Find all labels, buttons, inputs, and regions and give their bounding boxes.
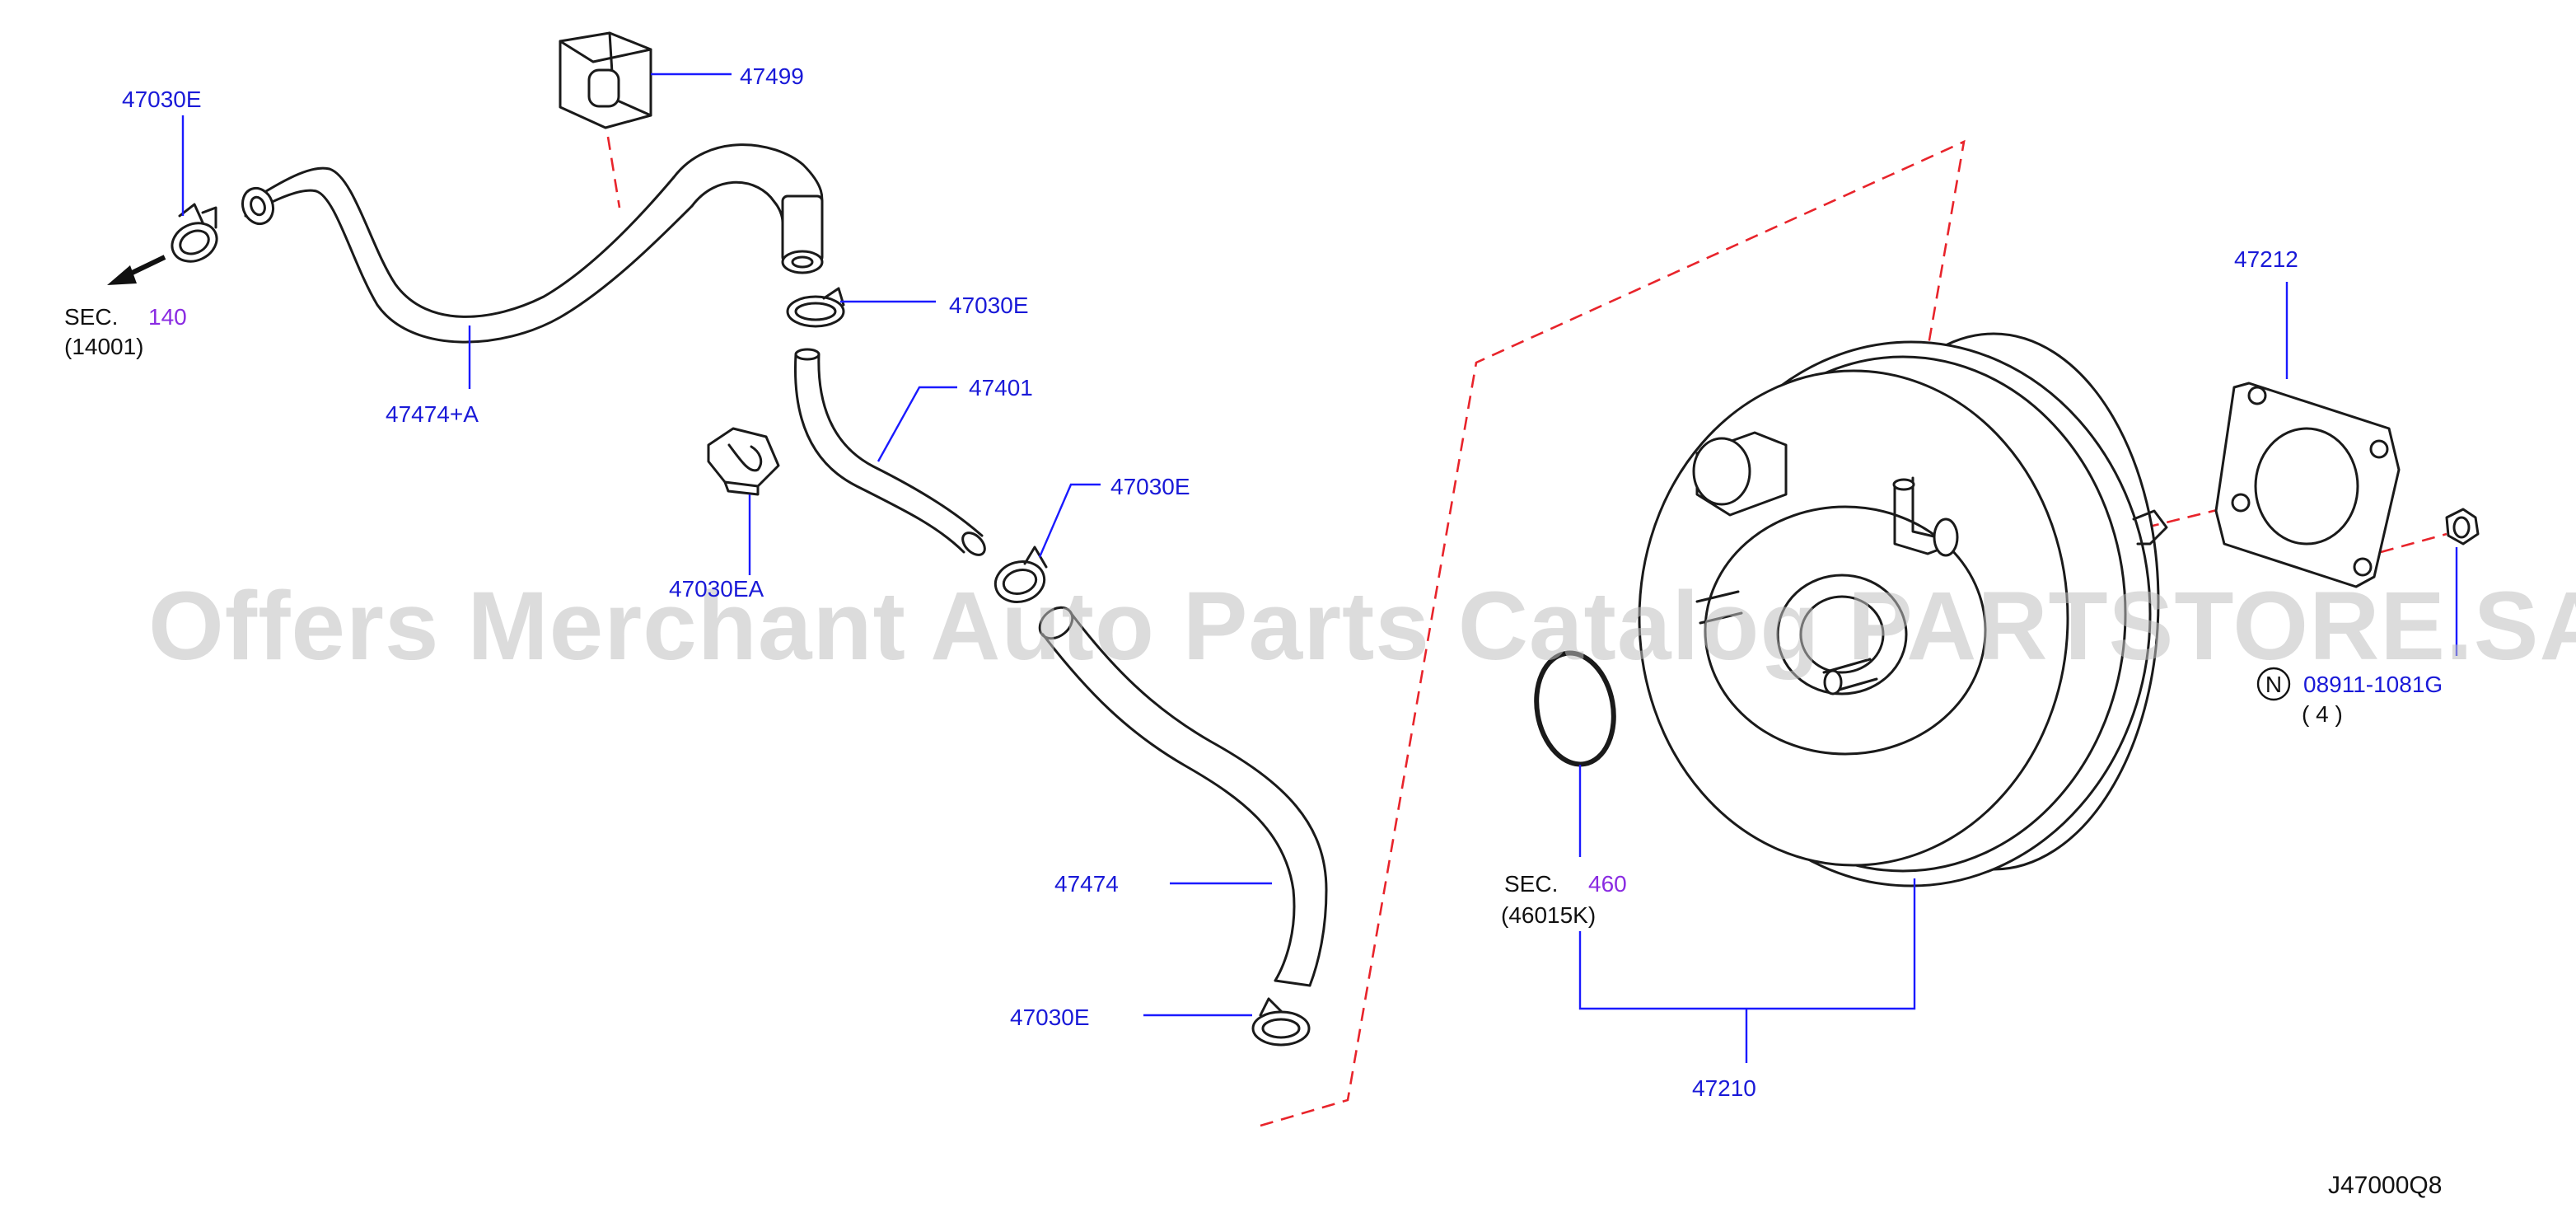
sec-brake-number[interactable]: 460 — [1588, 871, 1627, 897]
flange-nut[interactable] — [2445, 508, 2480, 546]
label-hose-clamp-mid[interactable]: 47030E — [949, 293, 1029, 318]
sec-engine-sub: (14001) — [64, 334, 144, 359]
sec-brake-prefix: SEC. — [1504, 871, 1558, 897]
clip[interactable] — [707, 427, 780, 496]
hose-clamp-mid[interactable] — [786, 287, 845, 328]
watermark: Offers Merchant Auto Parts Catalog PARTS… — [148, 572, 2576, 681]
sec-engine-number[interactable]: 140 — [148, 304, 187, 330]
o-ring[interactable] — [1528, 647, 1622, 770]
direction-arrow — [107, 255, 166, 285]
nut-marker: N — [2256, 667, 2291, 701]
label-connector[interactable]: 47499 — [740, 63, 804, 89]
label-vacuum-tube[interactable]: 47401 — [969, 375, 1033, 400]
sec-brake-sub: (46015K) — [1501, 902, 1596, 928]
label-nut-qty: ( 4 ) — [2302, 701, 2343, 727]
label-nut[interactable]: 08911-1081G — [2303, 672, 2443, 697]
sec-engine-prefix: SEC. — [64, 304, 118, 330]
vacuum-hose-upper[interactable] — [238, 143, 824, 344]
section-ref-brake[interactable]: SEC. 460 (46015K) — [1501, 871, 1627, 928]
vacuum-tube[interactable] — [793, 348, 989, 559]
leader-lines — [181, 73, 2458, 1063]
section-ref-engine[interactable]: SEC. 140 (14001) — [64, 304, 187, 359]
vacuum-hose-lower[interactable] — [1034, 602, 1328, 987]
label-booster-assembly[interactable]: 47210 — [1692, 1075, 1756, 1101]
label-hose-clamp-lower-mid[interactable]: 47030E — [1110, 474, 1190, 499]
brake-booster[interactable] — [1638, 332, 2168, 887]
label-vacuum-hose-lower[interactable]: 47474 — [1054, 871, 1119, 897]
label-hose-clamp-bottom[interactable]: 47030E — [1010, 1005, 1090, 1030]
hose-clamp-left[interactable] — [166, 203, 222, 269]
label-clip[interactable]: 47030EA — [669, 576, 764, 602]
label-hose-clamp-left[interactable]: 47030E — [122, 87, 202, 112]
callout-labels: 47030E 47474+A 47499 47030E 47401 47030E… — [122, 63, 2443, 1101]
hose-clamp-lower-mid[interactable] — [991, 546, 1049, 607]
label-vacuum-hose-upper[interactable]: 47474+A — [386, 401, 479, 427]
diagram-code: J47000Q8 — [2328, 1172, 2442, 1199]
label-gasket[interactable]: 47212 — [2234, 246, 2298, 272]
connector-block[interactable] — [559, 31, 652, 129]
nut-marker-letter: N — [2265, 672, 2282, 697]
hose-clamp-bottom[interactable] — [1251, 997, 1311, 1047]
gasket[interactable] — [2214, 382, 2401, 588]
